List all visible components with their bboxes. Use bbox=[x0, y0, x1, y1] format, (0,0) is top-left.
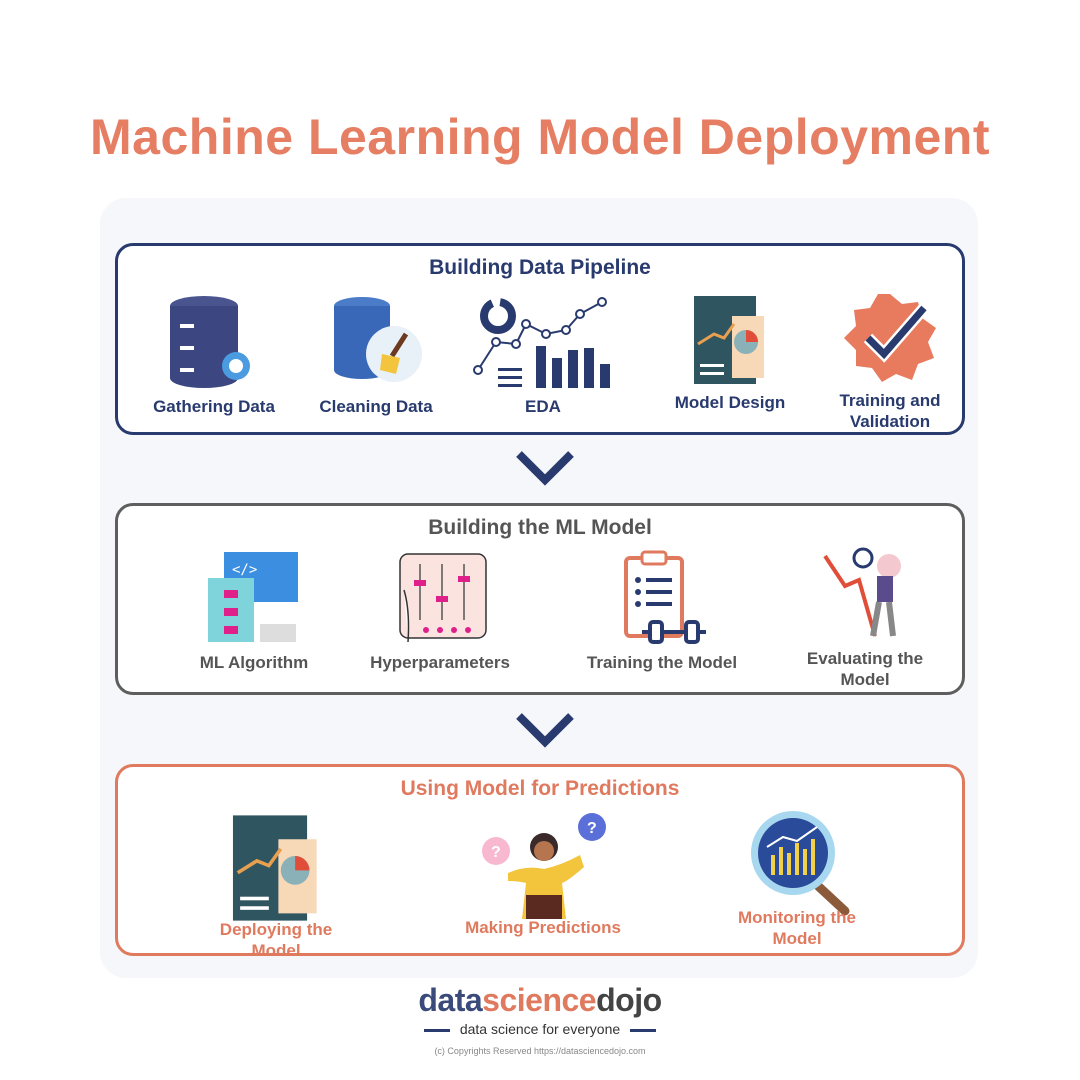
eda-charts-icon bbox=[473, 297, 610, 388]
step-ml-algorithm: </> ML Algorithm bbox=[174, 550, 334, 673]
sliders-icon bbox=[399, 553, 487, 643]
copyright-text: (c) Copyrights Reserved https://datascie… bbox=[434, 1046, 646, 1056]
logo-part-science: science bbox=[482, 982, 597, 1018]
step-evaluating-model: Evaluating the Model bbox=[785, 546, 945, 690]
magnifier-chart-icon bbox=[751, 811, 850, 916]
svg-text:?: ? bbox=[491, 844, 501, 861]
database-gear-icon bbox=[170, 296, 250, 388]
section-ml-model: Building the ML Model </> ML Algorithm H… bbox=[115, 503, 965, 695]
step-label: Hyperparameters bbox=[370, 653, 510, 672]
clipboard-dumbbell-icon bbox=[624, 550, 706, 644]
database-broom-icon bbox=[334, 297, 422, 382]
model-design-icon bbox=[694, 296, 764, 384]
person-questions-icon: ?? bbox=[482, 813, 606, 919]
section-heading: Building Data Pipeline bbox=[429, 256, 651, 279]
svg-text:?: ? bbox=[587, 820, 597, 837]
step-label: Training and Validation bbox=[839, 391, 941, 431]
step-label: ML Algorithm bbox=[199, 653, 309, 672]
badge-check-icon bbox=[844, 294, 936, 382]
logo-part-data: data bbox=[418, 982, 483, 1018]
step-label: Training the Model bbox=[586, 653, 738, 672]
logo-tagline: data science for everyone bbox=[0, 1021, 1080, 1037]
step-model-design: Model Design bbox=[650, 294, 810, 413]
section-data-pipeline: Building Data Pipeline Gathering Data Cl… bbox=[115, 243, 965, 435]
step-label: Monitoring the Model bbox=[737, 908, 857, 948]
svg-text:</>: </> bbox=[232, 562, 257, 578]
step-monitoring-model: Monitoring the Model bbox=[717, 807, 877, 949]
chevron-down-icon bbox=[516, 451, 574, 486]
logo-part-dojo: dojo bbox=[596, 982, 662, 1018]
step-cleaning-data: Cleaning Data bbox=[296, 294, 456, 417]
step-deploying-model: Deploying the Model bbox=[196, 813, 356, 961]
person-magnifier-icon bbox=[823, 547, 901, 637]
step-hyperparameters: Hyperparameters bbox=[360, 550, 520, 673]
step-gathering-data: Gathering Data bbox=[134, 294, 294, 417]
step-label: Making Predictions bbox=[465, 918, 621, 937]
code-flowchart-icon: </> bbox=[208, 552, 298, 642]
step-label: Evaluating the Model bbox=[806, 649, 924, 689]
page-title: Machine Learning Model Deployment bbox=[90, 109, 990, 165]
chevron-down-icon bbox=[516, 713, 574, 748]
step-label: Deploying the Model bbox=[219, 920, 333, 960]
step-training-validation: Training and Validation bbox=[810, 290, 970, 432]
step-label: EDA bbox=[525, 397, 561, 416]
step-label: Model Design bbox=[674, 393, 786, 412]
brand-logo[interactable]: datasciencedojo data science for everyon… bbox=[0, 982, 1080, 1037]
step-making-predictions: ?? Making Predictions bbox=[463, 811, 623, 938]
section-heading: Building the ML Model bbox=[428, 516, 652, 539]
step-label: Gathering Data bbox=[153, 397, 275, 416]
step-label: Cleaning Data bbox=[319, 397, 433, 416]
section-heading: Using Model for Predictions bbox=[400, 777, 680, 800]
section-predictions: Using Model for Predictions Deploying th… bbox=[115, 764, 965, 960]
model-deploy-icon bbox=[232, 815, 317, 921]
step-training-model: Training the Model bbox=[582, 550, 742, 673]
step-eda: EDA bbox=[463, 294, 623, 417]
